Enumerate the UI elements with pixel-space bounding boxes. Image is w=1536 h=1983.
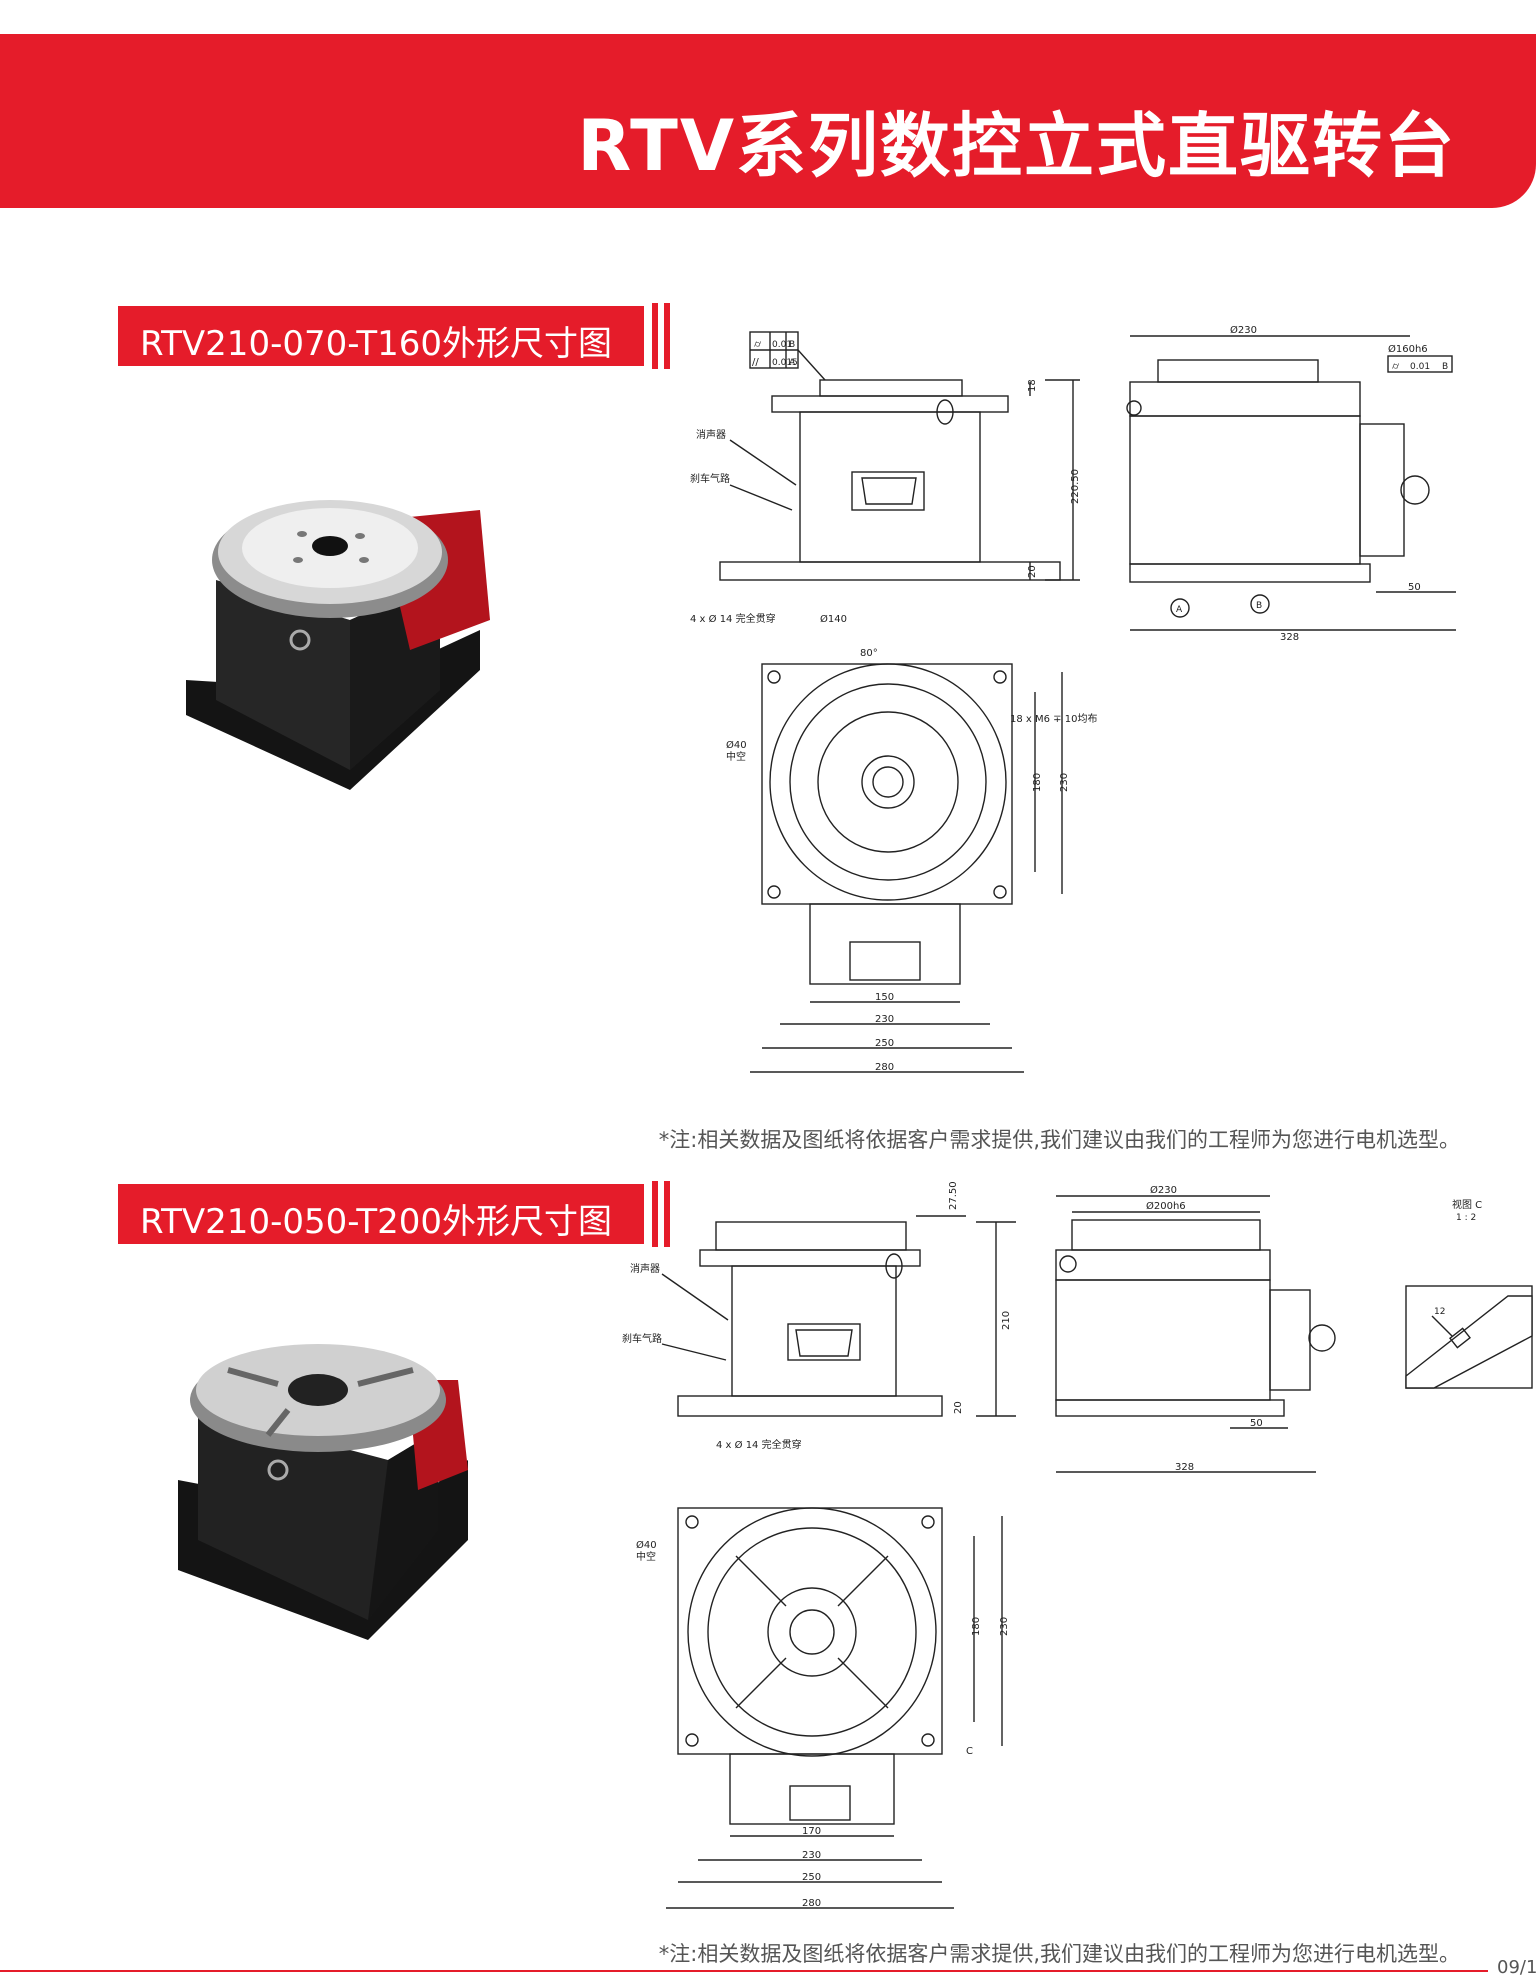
dim-1-22050: 220.50 bbox=[1070, 469, 1081, 504]
view-2-label: 视图 C bbox=[1452, 1198, 1482, 1211]
callout-1-angle: 80° bbox=[860, 648, 878, 659]
section-1-title-bar: RTV210-070-T160外形尺寸图 bbox=[118, 306, 644, 366]
callout-2-holes: 4 x Ø 14 完全贯穿 bbox=[716, 1438, 802, 1451]
page-number: 09/1 bbox=[1497, 1957, 1536, 1978]
drawing-1-top-view: 4 x Ø 14 完全贯穿 Ø140 Ø40 中空 80° 18 x M6 ∓ … bbox=[690, 612, 1097, 1073]
datum-1-b: B bbox=[1256, 601, 1262, 611]
dim-2-170: 170 bbox=[802, 1826, 821, 1837]
dim-2-280: 280 bbox=[802, 1898, 821, 1909]
dim-2-250: 250 bbox=[802, 1872, 821, 1883]
section-1-tick bbox=[664, 303, 670, 369]
section-1-tick bbox=[652, 303, 658, 369]
dim-1-dia230: Ø230 bbox=[1230, 324, 1257, 336]
drawing-2-side-view: Ø230 Ø200h6 50 328 bbox=[1055, 1184, 1336, 1473]
datum-1-a: A bbox=[1176, 605, 1183, 615]
dim-2-180: 180 bbox=[971, 1617, 982, 1636]
callout-2-muffler: 消声器 bbox=[630, 1262, 660, 1275]
dim-1-250: 250 bbox=[875, 1038, 894, 1049]
drawing-2-top-view: 4 x Ø 14 完全贯穿 Ø40 中空 C 180 230 170 230 2… bbox=[636, 1438, 1010, 1909]
dim-1-150: 150 bbox=[875, 992, 894, 1003]
callout-2-bore: Ø40 bbox=[636, 1539, 657, 1551]
tol-1b-symbol: // bbox=[752, 357, 759, 368]
dim-1-dia160: Ø160h6 bbox=[1388, 343, 1428, 355]
dim-2-210: 210 bbox=[1001, 1311, 1012, 1330]
tol-1a-datum: B bbox=[789, 340, 795, 350]
note-2: *注:相关数据及图纸将依据客户需求提供,我们建议由我们的工程师为您进行电机选型。 bbox=[658, 1942, 1460, 1966]
tol-1a-value: 0.01 bbox=[772, 340, 792, 350]
tol-1b-value: 0.015 bbox=[772, 358, 798, 368]
callout-1-pcd: Ø140 bbox=[820, 613, 847, 625]
tol-1a-symbol: ⌭ bbox=[754, 339, 762, 350]
view-2-scale: 1 : 2 bbox=[1456, 1213, 1476, 1223]
dim-1-180: 180 bbox=[1032, 773, 1043, 792]
dim-1-230v: 230 bbox=[1059, 773, 1070, 792]
section-2-title: RTV210-050-T200外形尺寸图 bbox=[140, 1202, 613, 1242]
callout-2-brake: 刹车气路 bbox=[622, 1332, 662, 1345]
dim-1-20: 20 bbox=[1027, 565, 1038, 578]
dim-1-280: 280 bbox=[875, 1062, 894, 1073]
section-2-tick bbox=[664, 1181, 670, 1247]
section-1-title: RTV210-070-T160外形尺寸图 bbox=[140, 324, 613, 364]
note-1: *注:相关数据及图纸将依据客户需求提供,我们建议由我们的工程师为您进行电机选型。 bbox=[658, 1128, 1460, 1152]
section-2-title-bar: RTV210-050-T200外形尺寸图 bbox=[118, 1184, 644, 1244]
dim-2-dia200: Ø200h6 bbox=[1146, 1200, 1186, 1212]
tol-1c-datum: B bbox=[1442, 362, 1448, 372]
dim-2-12: 12 bbox=[1434, 1307, 1445, 1317]
dim-2-230: 230 bbox=[802, 1850, 821, 1861]
product-photo-2 bbox=[178, 1344, 468, 1640]
dim-2-328: 328 bbox=[1175, 1462, 1194, 1473]
tol-1b-datum: A bbox=[789, 358, 796, 368]
drawing-2-detail-view: 视图 C 1 : 2 12 bbox=[1405, 1198, 1533, 1389]
callout-2-bore-label: 中空 bbox=[636, 1550, 656, 1563]
callout-1-holes: 4 x Ø 14 完全贯穿 bbox=[690, 612, 776, 625]
dim-2-dia230: Ø230 bbox=[1150, 1184, 1177, 1196]
callout-2-c: C bbox=[966, 1746, 973, 1757]
product-photo-1 bbox=[186, 500, 490, 790]
drawing-2-front-view: 27.50 210 20 消声器 刹车气路 bbox=[622, 1181, 1016, 1417]
dim-1-50: 50 bbox=[1408, 582, 1421, 593]
callout-1-bore-label: 中空 bbox=[726, 750, 746, 763]
header-banner: RTV系列数控立式直驱转台 bbox=[0, 34, 1536, 208]
footer-line bbox=[0, 1970, 1488, 1972]
dim-1-18: 18 bbox=[1027, 379, 1038, 392]
dim-2-2750: 27.50 bbox=[948, 1181, 959, 1210]
dim-1-230: 230 bbox=[875, 1014, 894, 1025]
dim-2-230v: 230 bbox=[999, 1617, 1010, 1636]
callout-1-muffler: 消声器 bbox=[696, 428, 726, 441]
callout-1-bore: Ø40 bbox=[726, 739, 747, 751]
callout-1-slots: 18 x M6 ∓ 10均布 bbox=[1010, 713, 1097, 725]
callout-1-brake: 刹车气路 bbox=[690, 472, 730, 485]
drawing-1-side-view: Ø230 Ø160h6 ⌭ 0.01 B 328 50 A B bbox=[1126, 324, 1456, 643]
drawing-1-front-view: ⌭ 0.01 B // 0.015 A 18 220.50 20 消声器 刹车气… bbox=[690, 331, 1081, 581]
section-2-tick bbox=[652, 1181, 658, 1247]
tol-1c-value: 0.01 bbox=[1410, 362, 1430, 372]
dim-1-328: 328 bbox=[1280, 632, 1299, 643]
tol-1c-symbol: ⌭ bbox=[1392, 361, 1400, 372]
dim-2-20: 20 bbox=[953, 1401, 964, 1414]
dim-2-50: 50 bbox=[1250, 1418, 1263, 1429]
page-title: RTV系列数控立式直驱转台 bbox=[577, 105, 1456, 187]
